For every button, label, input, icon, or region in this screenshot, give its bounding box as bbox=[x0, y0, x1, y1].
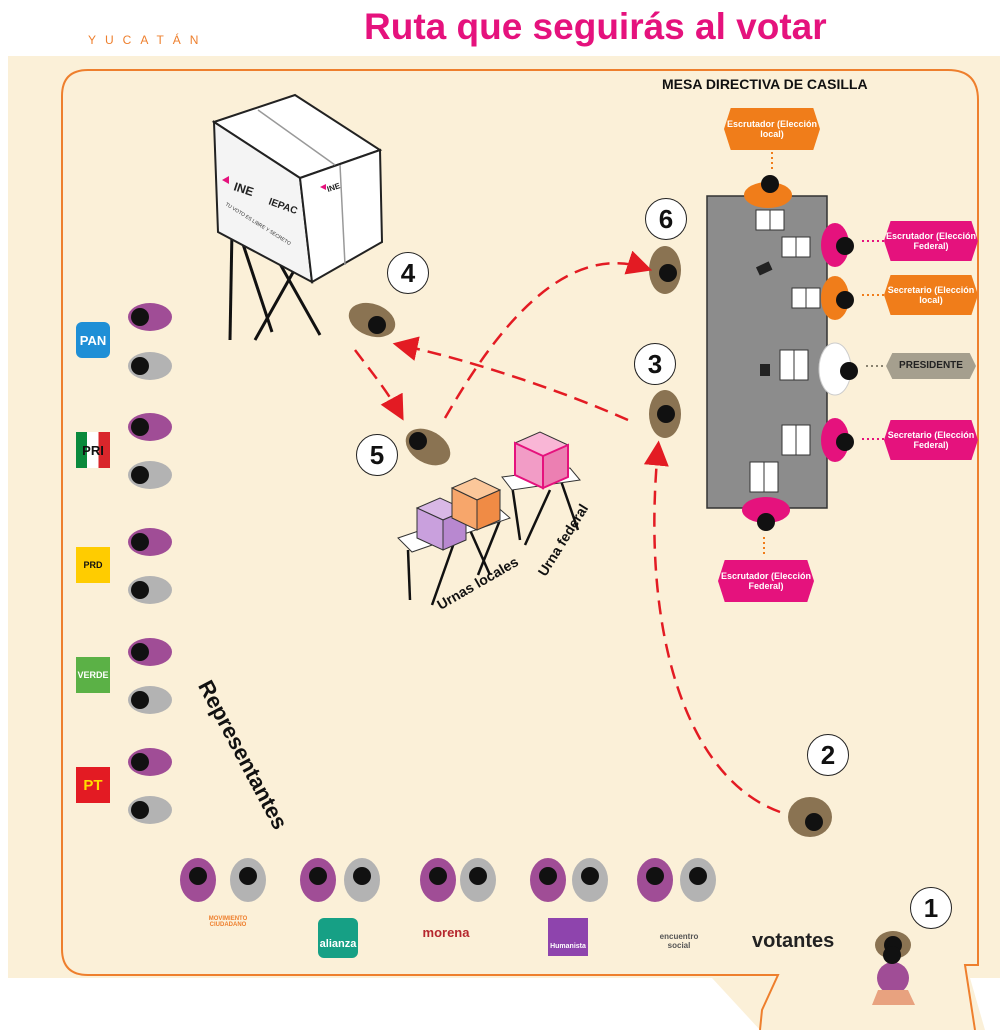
party-logo-pan: PAN bbox=[76, 322, 110, 358]
mesa-officials bbox=[742, 175, 858, 531]
role-tag-escrutador-federal-2: Escrutador (Elección Federal) bbox=[718, 560, 814, 602]
party-logo-pt: PT bbox=[76, 767, 110, 803]
room-wall bbox=[61, 69, 979, 1030]
role-tag-escrutador-federal-1: Escrutador (Elección Federal) bbox=[884, 221, 978, 261]
votantes-label: votantes bbox=[752, 930, 835, 952]
mesa-heading: MESA DIRECTIVA DE CASILLA bbox=[662, 76, 868, 92]
step-2-marker: 2 bbox=[807, 734, 849, 776]
urn-tables bbox=[397, 431, 581, 606]
side-representatives bbox=[128, 303, 172, 824]
party-logo-nueva-alianza: alianza bbox=[318, 918, 358, 958]
party-logo-encuentro-social: encuentro social bbox=[659, 932, 699, 950]
page-title: Ruta que seguirás al votar bbox=[364, 6, 827, 47]
step-4-marker: 4 bbox=[387, 252, 429, 294]
svg-text:INE: INE bbox=[232, 180, 255, 199]
party-logo-pri: PRI bbox=[76, 432, 110, 468]
step-3-marker: 3 bbox=[634, 343, 676, 385]
party-logo-movimiento-ciudadano: MOVIMIENTO CIUDADANO bbox=[208, 916, 248, 928]
role-tag-secretario-federal: Secretario (Elección Federal) bbox=[884, 420, 978, 460]
step-5-marker: 5 bbox=[356, 434, 398, 476]
step-6-marker: 6 bbox=[645, 198, 687, 240]
step-1-marker: 1 bbox=[910, 887, 952, 929]
region-label: YUCATÁN bbox=[88, 33, 208, 47]
voting-booth: INE IEPAC TU VOTO ES LIBRE Y SECRETO INE bbox=[211, 93, 384, 341]
role-tag-escrutador-local: Escrutador (Elección local) bbox=[724, 108, 820, 150]
voter-figures bbox=[348, 246, 915, 1005]
role-tag-presidente: PRESIDENTE bbox=[886, 353, 976, 379]
party-logo-humanista: Humanista bbox=[548, 918, 588, 956]
role-tag-secretario-local: Secretario (Elección local) bbox=[884, 275, 978, 315]
bottom-representatives bbox=[180, 858, 716, 902]
svg-text:INE: INE bbox=[326, 181, 342, 194]
party-logo-prd: PRD bbox=[76, 547, 110, 583]
party-logo-morena: morena bbox=[422, 925, 470, 940]
voting-route bbox=[354, 250, 781, 814]
party-logo-verde: VERDE bbox=[76, 657, 110, 693]
